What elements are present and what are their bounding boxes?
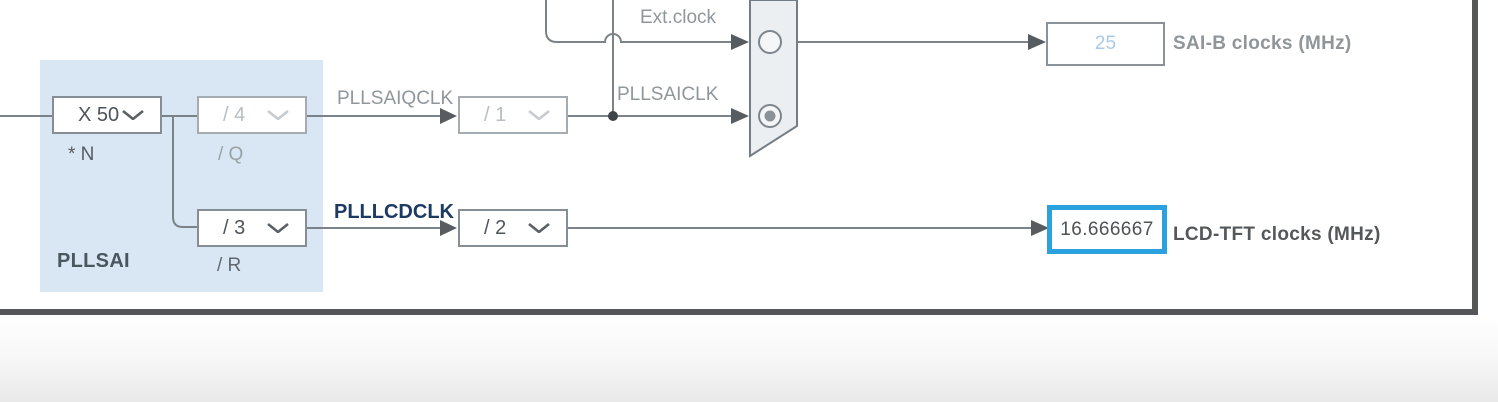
lcd-tft-clock-label: LCD-TFT clocks (MHz) [1173,224,1381,245]
chevron-down-icon [267,223,289,233]
chevron-down-icon [528,110,550,120]
pllsai-r-divider-value: / 3 [223,216,246,239]
chevron-down-icon [267,110,289,120]
lcd-tft-clock-value: 16.666667 [1060,218,1154,240]
pllsai-q-divider-dropdown[interactable]: / 4 [197,96,307,134]
chevron-down-icon [122,110,144,120]
mux-radio-ext-clock-icon[interactable] [758,30,782,54]
lcd-clock-divider-value: / 2 [484,216,507,239]
arrowhead-icon [440,108,457,124]
arrowhead-icon [731,108,749,124]
pllsai-r-divider-dropdown[interactable]: / 3 [197,209,307,247]
pllsai-r-label: / R [217,255,242,276]
pllsai-n-multiplier-dropdown[interactable]: X 50 [52,96,162,134]
mux-radio-pllsaiclk-selected-dot [764,110,776,122]
arrowhead-icon [731,34,749,50]
pllsai-block-title: PLLSAI [57,250,130,272]
pllsai-q-divider-value: / 4 [223,103,246,126]
pllsai-n-label: * N [68,144,95,165]
plllcdclk-label: PLLLCDCLK [334,201,454,223]
sai-clock-divider-value: / 1 [484,103,507,126]
chevron-down-icon [528,223,550,233]
arrowhead-icon [1028,34,1046,50]
pllsai-q-label: / Q [218,144,244,165]
arrowhead-icon [440,220,457,236]
ext-clock-label: Ext.clock [640,7,717,28]
sai-b-clock-value: 25 [1094,33,1117,54]
sai-clock-divider-dropdown[interactable]: / 1 [458,96,568,134]
sai-b-clock-label: SAI-B clocks (MHz) [1173,33,1352,54]
junction-dot [608,111,618,121]
arrowhead-icon [1031,220,1049,236]
lcd-clock-divider-dropdown[interactable]: / 2 [458,209,568,247]
sai-b-clock-value-box[interactable]: 25 [1046,22,1165,66]
pllsai-n-multiplier-value: X 50 [78,103,120,126]
wire-ext-clock [545,0,733,43]
wire-branch-to-r [172,116,197,228]
pllsaiclk-label: PLLSAICLK [617,84,719,105]
pllsaiqclk-label: PLLSAIQCLK [337,88,454,109]
mux-shape [749,0,798,158]
lcd-tft-clock-value-box[interactable]: 16.666667 [1047,205,1167,254]
page-background-gradient [0,322,1498,402]
